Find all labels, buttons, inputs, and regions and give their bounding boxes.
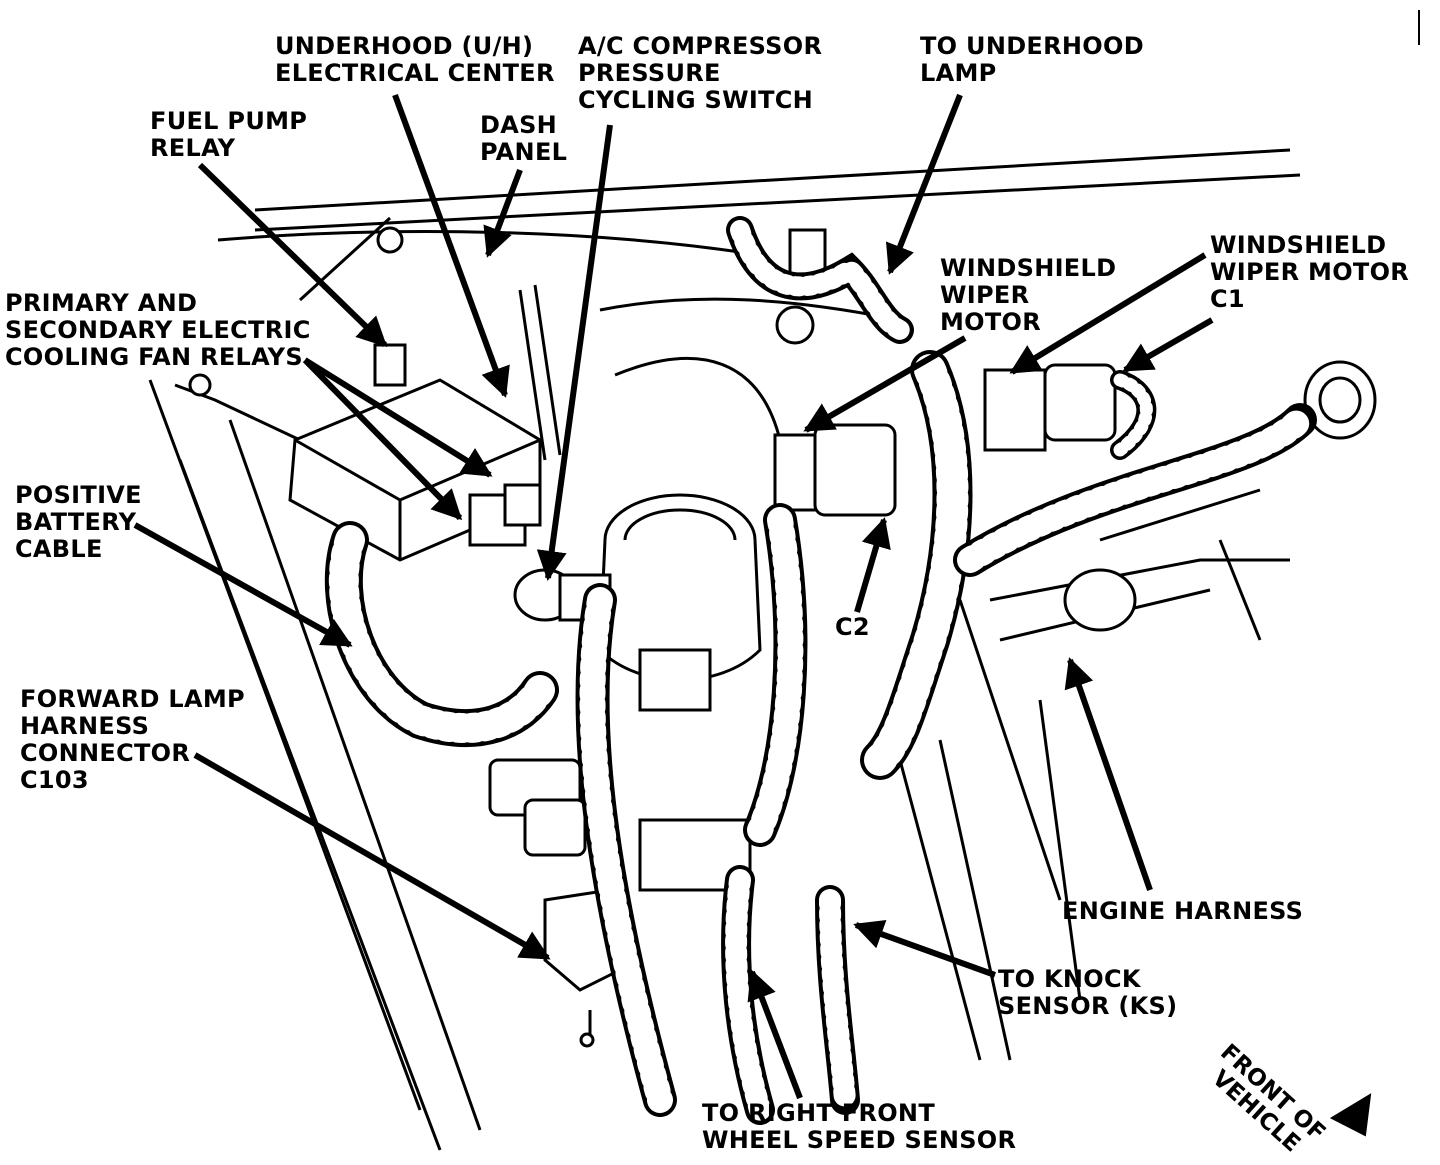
arrow-battery-cable	[133, 522, 353, 648]
label-cooling-fan-relays: PRIMARY AND SECONDARY ELECTRIC COOLING F…	[5, 289, 311, 371]
throttle-body	[598, 493, 762, 892]
arrow-underhood-lamp	[885, 93, 963, 275]
arrow-engine-harness	[1064, 657, 1153, 891]
arrow-fan-relay-upper	[303, 357, 493, 478]
front-of-vehicle-arrow	[1329, 1093, 1372, 1137]
arrow-knock-sensor	[853, 920, 997, 978]
right-side-structure	[898, 488, 1290, 1061]
label-fuel-pump-relay: FUEL PUMP RELAY	[150, 107, 308, 162]
label-windshield-wiper-motor-c1: WINDSHIELD WIPER MOTOR C1	[1210, 231, 1410, 313]
label-positive-battery-cable: POSITIVE BATTERY CABLE	[15, 481, 142, 563]
arrow-forward-lamp	[193, 752, 551, 961]
arrow-wiper-motor-body	[1009, 252, 1207, 375]
arrow-ac-switch	[536, 124, 613, 581]
wiring-harnesses	[324, 216, 1317, 1125]
label-engine-harness: ENGINE HARNESS	[1062, 897, 1304, 925]
arrow-dash-panel	[483, 168, 523, 258]
callout-arrows	[133, 93, 1214, 1100]
label-ac-compressor-switch: A/C COMPRESSOR PRESSURE CYCLING SWITCH	[578, 32, 823, 114]
label-windshield-wiper-motor: WINDSHIELD WIPER MOTOR	[940, 254, 1117, 336]
label-dash-panel: DASH PANEL	[480, 111, 568, 166]
arrow-underhood-center	[392, 93, 510, 398]
arrow-c1	[1122, 317, 1214, 373]
cooling-fan-relays	[468, 483, 542, 547]
label-underhood-electrical-center: UNDERHOOD (U/H) ELECTRICAL CENTER	[275, 32, 555, 87]
arrow-wiper-motor	[803, 335, 967, 433]
label-forward-lamp-connector: FORWARD LAMP HARNESS CONNECTOR C103	[20, 685, 245, 794]
label-wheel-speed-sensor: TO RIGHT FRONT WHEEL SPEED SENSOR	[702, 1099, 1017, 1154]
arrow-fuel-pump-relay	[197, 162, 388, 348]
arrow-c2	[854, 517, 891, 613]
arrow-wheel-speed	[747, 969, 803, 1100]
label-underhood-lamp: TO UNDERHOOD LAMP	[920, 32, 1144, 87]
wiper-motor-connectors	[773, 363, 1117, 517]
ring-terminal	[1063, 360, 1377, 632]
arrow-fan-relay-lower	[302, 357, 463, 521]
dash-panel-outline	[217, 148, 1301, 461]
label-c2: C2	[835, 613, 870, 641]
label-knock-sensor: TO KNOCK SENSOR (KS)	[998, 965, 1178, 1020]
